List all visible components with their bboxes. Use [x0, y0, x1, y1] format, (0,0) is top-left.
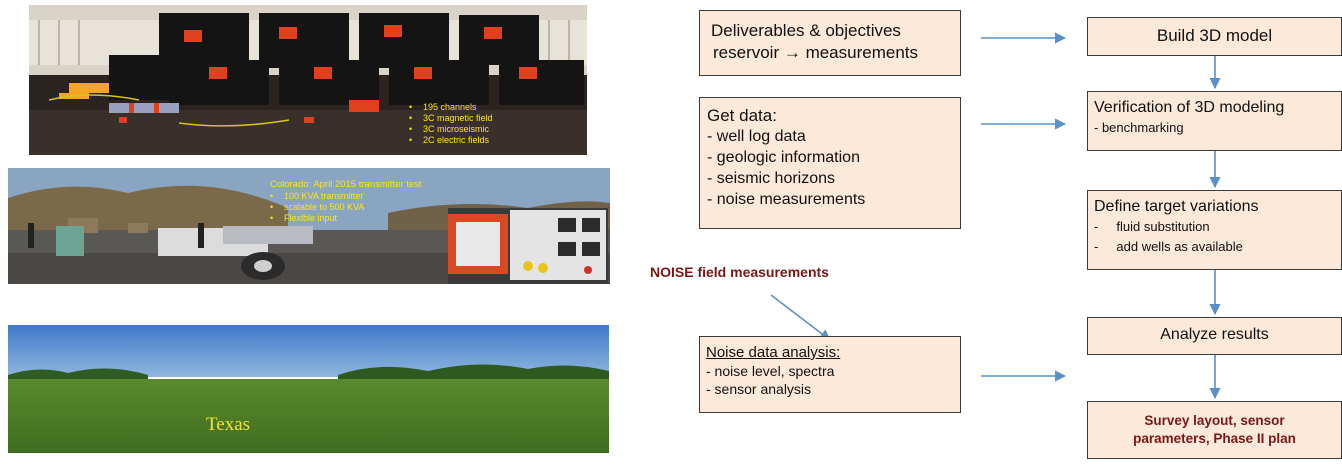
- analyze-results-box: Analyze results: [1087, 317, 1342, 355]
- deliverables-line1: Deliverables & objectives: [711, 21, 901, 40]
- texas-photo: Texas: [8, 325, 609, 453]
- texas-label: Texas: [206, 414, 251, 435]
- build-model-title: Build 3D model: [1156, 26, 1273, 45]
- survey-layout-box: Survey layout, sensor parameters, Phase …: [1087, 401, 1342, 459]
- deliverables-box: Deliverables & objectives reservoir → me…: [699, 10, 961, 76]
- verification-sub: - benchmarking: [1094, 120, 1184, 135]
- spec-item: 195 channels: [409, 102, 493, 113]
- spec-item: 2C electric fields: [409, 135, 493, 146]
- colorado-photo: Colorado: April 2015 transmitter test 10…: [8, 168, 610, 284]
- survey-line2: parameters, Phase II plan: [1133, 431, 1296, 446]
- define-target-box: Define target variations - fluid substit…: [1087, 190, 1342, 270]
- get-data-box: Get data: - well log data - geologic inf…: [699, 97, 961, 229]
- get-data-item: - noise measurements: [707, 191, 866, 208]
- noise-analysis-item: - sensor analysis: [706, 381, 812, 397]
- spec-item: 100 KVA transmitter: [270, 191, 364, 202]
- noise-analysis-box: Noise data analysis: - noise level, spec…: [699, 336, 961, 413]
- equipment-photo: 195 channels 3C magnetic field 3C micros…: [29, 5, 587, 155]
- get-data-item: - seismic horizons: [707, 170, 836, 187]
- define-target-item: - fluid substitution: [1094, 219, 1210, 234]
- get-data-title: Get data:: [707, 106, 777, 125]
- noise-analysis-item: - noise level, spectra: [706, 363, 835, 379]
- get-data-item: - geologic information: [707, 149, 860, 166]
- noise-analysis-title: Noise data analysis:: [706, 344, 841, 361]
- deliverables-line2: reservoir → measurements: [713, 43, 919, 62]
- spec-item: scalable to 500 KVA: [270, 202, 364, 213]
- arrow-noiselabel-to-analysis: [770, 294, 831, 341]
- build-model-box: Build 3D model: [1087, 17, 1342, 56]
- define-target-title: Define target variations: [1094, 198, 1259, 215]
- get-data-item: - well log data: [707, 128, 806, 145]
- equipment-specs-list: 195 channels 3C magnetic field 3C micros…: [409, 102, 493, 146]
- noise-field-label: NOISE field measurements: [650, 264, 829, 280]
- colorado-specs-list: 100 KVA transmitter scalable to 500 KVA …: [270, 191, 364, 224]
- survey-line1: Survey layout, sensor: [1144, 413, 1285, 428]
- transmitter-inset-photo: [448, 208, 608, 284]
- verification-box: Verification of 3D modeling - benchmarki…: [1087, 91, 1342, 151]
- define-target-item: - add wells as available: [1094, 239, 1243, 254]
- analyze-results-title: Analyze results: [1160, 326, 1269, 343]
- spec-item: Flexible input: [270, 213, 364, 224]
- colorado-title: Colorado: April 2015 transmitter test: [270, 179, 422, 190]
- spec-item: 3C microseismic: [409, 124, 493, 135]
- spec-item: 3C magnetic field: [409, 113, 493, 124]
- verification-title: Verification of 3D modeling: [1094, 99, 1285, 116]
